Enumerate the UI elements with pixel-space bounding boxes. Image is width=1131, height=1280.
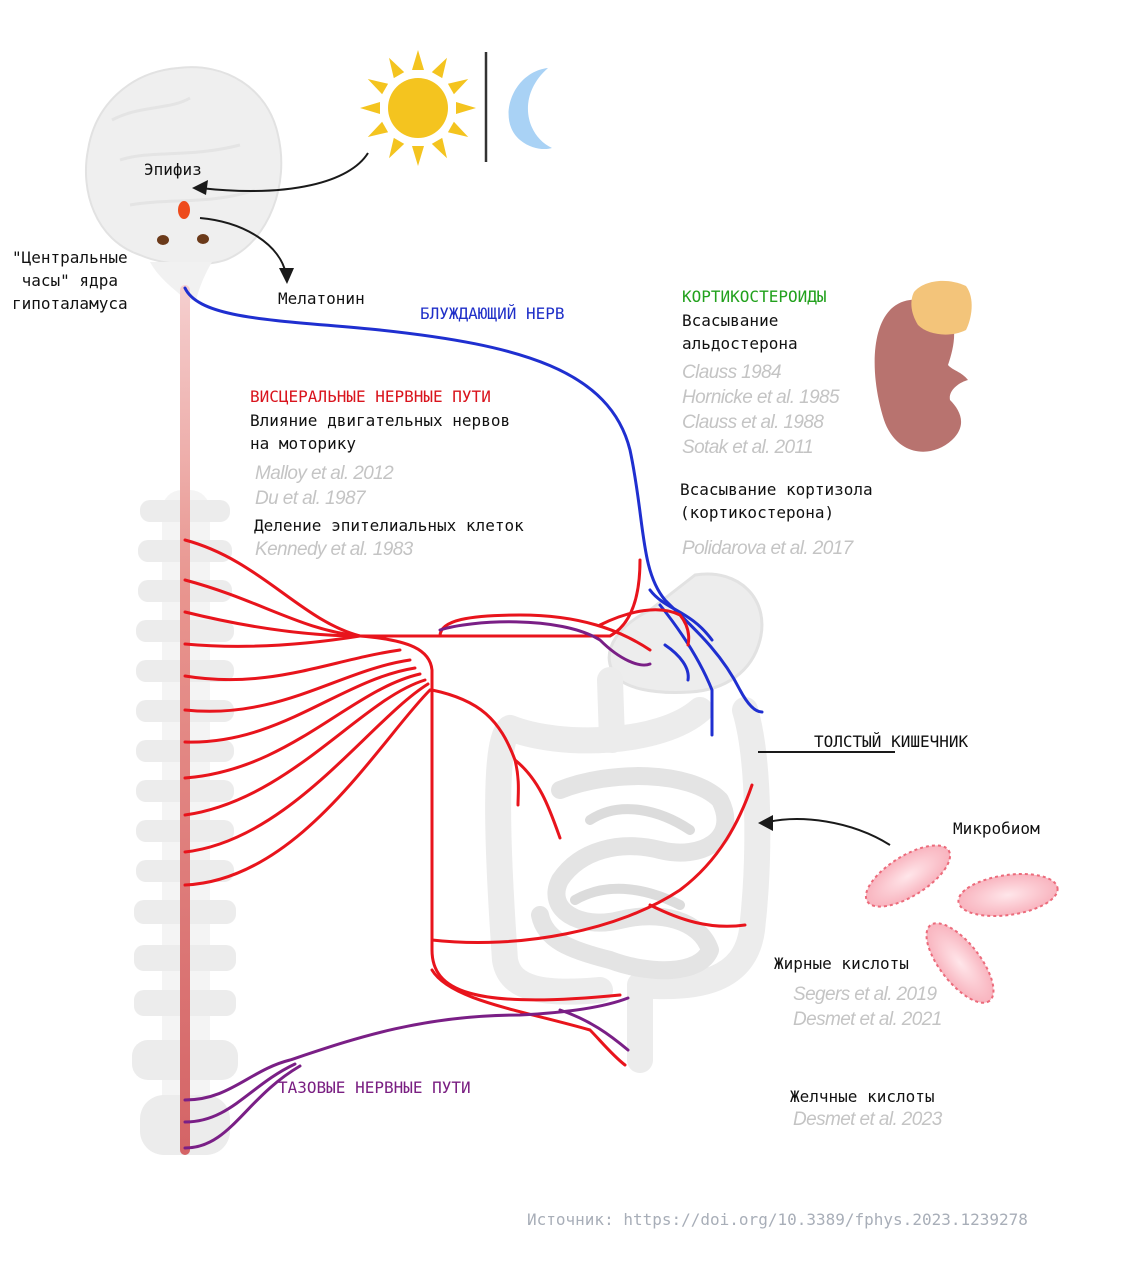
motor-effect-label: Влияние двигательных нервов на моторику	[250, 411, 511, 453]
fatty-acids-citations: Segers et al. 2019 Desmet et al. 2021	[793, 984, 942, 1030]
fatty-acids-label: Жирные кислоты	[774, 954, 909, 973]
pelvic-nerves	[183, 620, 652, 1150]
cell-division-label: Деление эпителиальных клеток	[254, 516, 524, 535]
cortisol-label: Всасывание кортизола (кортикостерона)	[680, 480, 873, 522]
vagus-nerve	[183, 286, 764, 737]
moon-icon	[508, 68, 552, 150]
cortisol-citation: Polidarova et al. 2017	[682, 538, 853, 559]
aldosterone-citations: Clauss 1984 Hornicke et al. 1985 Clauss …	[682, 362, 840, 458]
melatonin-arrow	[199, 217, 294, 284]
corticosteroids-title: КОРТИКОСТЕРОИДЫ	[682, 287, 827, 306]
pineal-gland-marker	[178, 201, 190, 219]
hypothalamus-nucleus-right	[197, 234, 209, 244]
visceral-nerves	[183, 538, 754, 1067]
bacteria-icon	[864, 844, 1059, 1004]
motor-citations: Malloy et al. 2012 Du et al. 1987	[255, 463, 394, 509]
intestines	[485, 572, 771, 1073]
spinal-cord	[180, 285, 190, 1155]
pelvic-pathways-label: ТАЗОВЫЕ НЕРВНЫЕ ПУТИ	[278, 1078, 471, 1097]
kidney-icon	[874, 280, 972, 452]
epiphysis-label: Эпифиз	[144, 160, 202, 179]
microbiome-label: Микробиом	[953, 819, 1040, 838]
microbiome-arrow	[758, 815, 891, 846]
visceral-pathways-title: ВИСЦЕРАЛЬНЫЕ НЕРВНЫЕ ПУТИ	[250, 387, 491, 406]
colon-label: ТОЛСТЫЙ КИШЕЧНИК	[814, 732, 969, 751]
source-citation: Источник: https://doi.org/10.3389/fphys.…	[527, 1210, 1028, 1229]
central-clock-label: "Центральные часы" ядра гипоталамуса	[12, 248, 128, 313]
hypothalamus-nucleus-left	[157, 235, 169, 245]
brain	[84, 66, 283, 300]
melatonin-label: Мелатонин	[278, 289, 365, 308]
bile-acids-citation: Desmet et al. 2023	[793, 1109, 942, 1130]
light-to-epiphysis-arrow	[192, 152, 369, 195]
vagus-nerve-label: БЛУЖДАЮЩИЙ НЕРВ	[420, 304, 565, 323]
aldosterone-label: Всасывание альдостерона	[682, 311, 798, 353]
bile-acids-label: Желчные кислоты	[790, 1087, 935, 1106]
sun-icon	[360, 50, 476, 166]
cell-division-citation: Kennedy et al. 1983	[255, 539, 413, 560]
